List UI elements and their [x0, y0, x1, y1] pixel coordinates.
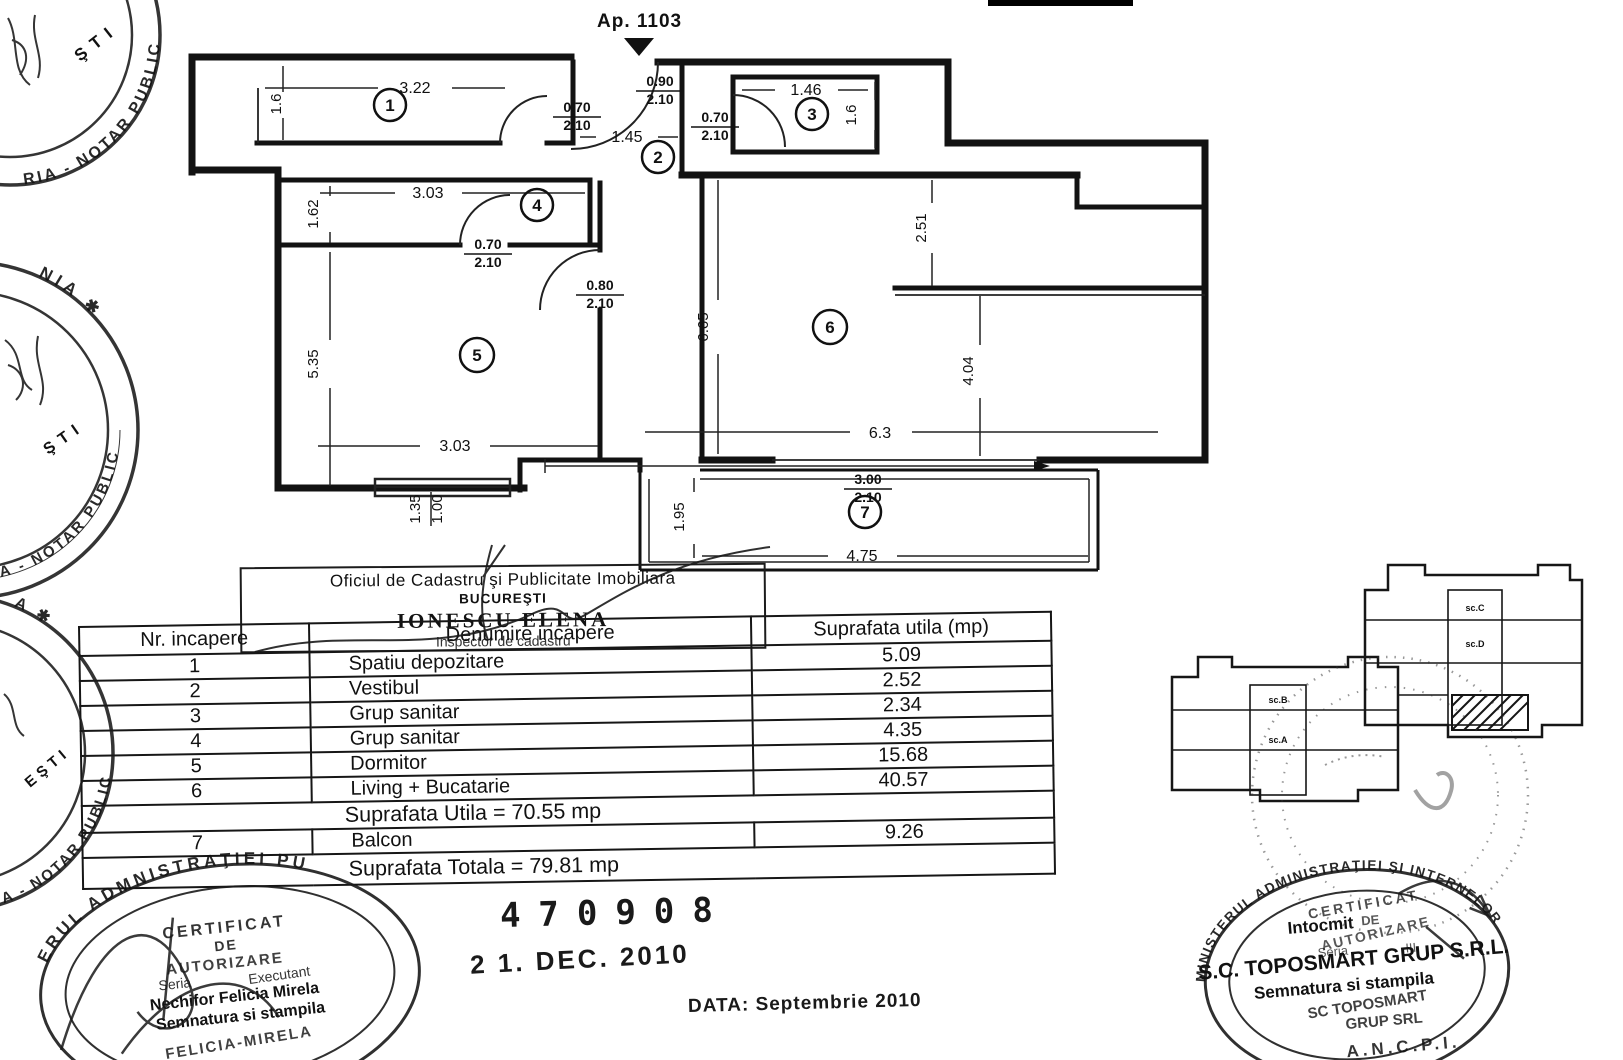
- dim-label: 2.10: [474, 254, 501, 270]
- dim-label: 4.04: [960, 356, 977, 385]
- dim-label: 1.62: [305, 199, 322, 228]
- signature-scribble: [254, 544, 771, 653]
- dim-label: 5.35: [305, 349, 322, 378]
- svg-text:4: 4: [532, 196, 542, 215]
- svg-text:3: 3: [807, 105, 816, 124]
- keyplan-label: sc.A: [1268, 735, 1288, 745]
- dim-label: 3.22: [399, 80, 430, 97]
- entry-door-arc: [570, 61, 659, 150]
- dim-label: 1.35: [407, 494, 424, 523]
- dim-label: 4.75: [846, 548, 877, 565]
- dimension-labels: 3.22 1.6 1.45 1.46 1.6 3.03 1.62 5.35 3.…: [268, 80, 977, 565]
- dim-label: 2.10: [646, 91, 673, 107]
- dim-label: 0.90: [646, 73, 673, 89]
- dim-label: 6.3: [869, 425, 891, 442]
- svg-text:NIA ✱: NIA ✱: [36, 263, 107, 322]
- svg-text:ERUL ADMNISTRAŢIEI PU: ERUL ADMNISTRAŢIEI PU: [25, 841, 320, 967]
- room-number-badge: 7: [847, 494, 883, 530]
- stamp-signature-scribble: [59, 917, 280, 1055]
- svg-text:2: 2: [653, 148, 662, 167]
- keyplan-label: sc.B: [1268, 695, 1288, 705]
- dim-label: 3.00: [854, 471, 881, 487]
- dim-label: 0.70: [563, 99, 590, 115]
- entry-arrow-icon: [624, 38, 654, 56]
- dim-label: 0.70: [701, 109, 728, 125]
- stamp-inner-text: ŞTI: [71, 19, 122, 65]
- stamp-text: DE: [214, 936, 239, 954]
- keyplan-label: sc.D: [1465, 639, 1485, 649]
- notary-stamp-top-left: RIA - NOTAR PUBLIC ŞTI: [0, 0, 164, 188]
- door-dimension-labels: 0.90 2.10 0.70 2.10 0.70 2.10 0.70 2.10 …: [464, 73, 892, 505]
- registration-number: 470908: [499, 889, 732, 937]
- room-number-badge: 6: [811, 308, 849, 346]
- room3-door-arc: [732, 94, 786, 148]
- thin-lines: [257, 88, 1205, 498]
- room-number-badge: 1: [372, 87, 408, 123]
- stamp-text: DE: [1361, 912, 1381, 929]
- dim-label: 1.46: [790, 82, 821, 99]
- faint-round-stamp: [1250, 655, 1530, 935]
- dim-label: 2.10: [701, 127, 728, 143]
- stamp-text: III: [1405, 940, 1417, 956]
- room4-door-arc: [459, 194, 511, 246]
- stamp-text: GRUP SRL: [1345, 1009, 1423, 1033]
- notary-stamp-mid-left: RIA - NOTAR PUBLIC NIA ✱ ŞTI: [0, 263, 140, 598]
- door-arcs: [459, 61, 786, 311]
- apartment-label: Ap. 1103: [597, 11, 682, 32]
- room1-door-arc: [499, 95, 548, 144]
- interior-walls: [254, 59, 1208, 493]
- room-number-badge: 2: [640, 139, 676, 175]
- stamp-inner-text: EŞTI: [22, 744, 74, 791]
- certificate-stamp-left: ERUL ADMNISTRAŢIEI PU CERTIFICAT DE AUTO…: [25, 841, 421, 1060]
- dimension-lines: [265, 66, 1158, 558]
- stamp-inner-text: ŞTI: [41, 418, 88, 458]
- room-number-badge: 4: [519, 187, 555, 223]
- dim-label: 1.95: [671, 502, 688, 531]
- dim-label: 1.00: [429, 494, 446, 523]
- balcony-walls: [638, 468, 1100, 572]
- dim-label: 3.03: [412, 185, 443, 202]
- stamp-text: Seria: [1317, 943, 1349, 961]
- hatched-unit: [1451, 694, 1529, 731]
- svg-text:6: 6: [825, 318, 834, 337]
- room-number-badge: 5: [458, 336, 496, 374]
- dim-label: 0.80: [586, 277, 613, 293]
- col-header-area: Suprafata utila (mp): [750, 611, 1052, 646]
- dim-label: 1.45: [611, 129, 642, 146]
- balcony-inner-lines: [648, 478, 1090, 563]
- dim-label: 0.70: [474, 236, 501, 252]
- dim-arrow-icon: [1034, 461, 1050, 471]
- stamp-signature-scribble: [1397, 879, 1492, 960]
- dim-label: 1.6: [268, 94, 285, 115]
- room5-door-arc: [539, 249, 601, 311]
- room-number-badge: 3: [794, 96, 830, 132]
- svg-text:7: 7: [860, 503, 869, 522]
- dim-label: 6.65: [695, 312, 712, 341]
- svg-text:RIA - NOTAR PUBLIC: RIA - NOTAR PUBLIC: [22, 40, 164, 188]
- notary-stamp-low-left: ARIA - NOTAR PUBLIC A ✱ EŞTI: [0, 594, 115, 914]
- keyplan-label: sc.C: [1465, 603, 1485, 613]
- stamp-ring-text: RIA - NOTAR PUBLIC: [22, 40, 161, 188]
- scan-artifact-bar: [988, 0, 1133, 6]
- stamp-ring-text: NIA ✱: [36, 263, 102, 322]
- dim-label: 2.51: [913, 213, 930, 242]
- dim-label: 1.6: [843, 105, 860, 126]
- svg-text:1: 1: [385, 96, 394, 115]
- key-plan: sc.C sc.D sc.B sc.A: [1170, 563, 1584, 803]
- dim-label: 2.10: [586, 295, 613, 311]
- svg-text:5: 5: [472, 346, 481, 365]
- stamp-ring-text: ERUL ADMNISTRAŢIEI PU: [25, 841, 320, 967]
- dim-label: 2.10: [563, 117, 590, 133]
- room-number-badges: 1 2 3 4 5 6 7: [372, 87, 883, 530]
- walls: [188, 53, 1209, 492]
- dim-label: 3.03: [439, 438, 470, 455]
